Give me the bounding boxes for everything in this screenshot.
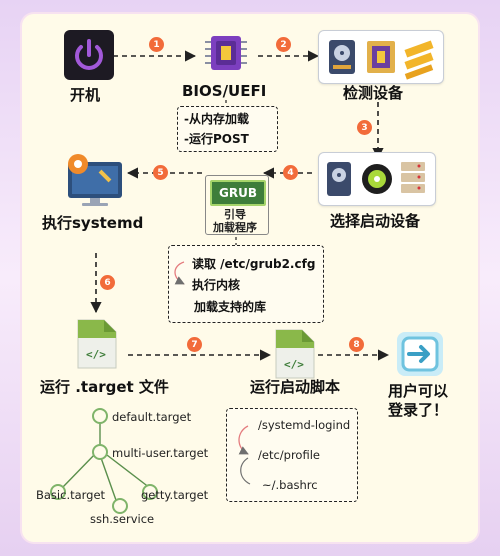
hdd-icon xyxy=(327,162,351,196)
bios-detail-box xyxy=(177,106,278,152)
ram-icon xyxy=(404,40,434,80)
tree-node-getty-target: getty.target xyxy=(141,488,209,502)
step-badge-8: 8 xyxy=(349,337,364,352)
step-badge-5: 5 xyxy=(153,165,168,180)
chip-icon xyxy=(203,32,249,74)
tree-node-default-target: default.target xyxy=(112,410,192,424)
tree-node-basic-target: Basic.target xyxy=(36,488,106,502)
login-label-2: 登录了！ xyxy=(388,401,449,419)
grub-caption-1: 引导 xyxy=(224,208,246,221)
select-device-label: 选择启动设备 xyxy=(330,212,421,230)
bios-detail-line-2: -运行POST xyxy=(184,132,249,146)
grub-detail-line-3: 加载支持的库 xyxy=(194,300,267,314)
step-badge-3: 3 xyxy=(357,120,372,135)
grub-detail-line-2: 执行内核 xyxy=(192,278,241,292)
tree-node-multi-user-target: multi-user.target xyxy=(112,446,209,460)
cpu-icon xyxy=(367,41,395,73)
svg-text:</>: </> xyxy=(86,348,106,361)
grub-detail-line-1: 读取 /etc/grub2.cfg xyxy=(192,257,316,271)
step-badge-1: 1 xyxy=(149,37,164,52)
grub-detail-box xyxy=(168,245,324,323)
svg-text:</>: </> xyxy=(284,358,304,371)
login-label-1: 用户可以 xyxy=(388,382,449,400)
boot-device-icons-panel xyxy=(318,152,436,206)
script-line-3: ~/.bashrc xyxy=(262,478,318,492)
device-icons-panel xyxy=(318,30,444,84)
disc-icon xyxy=(362,164,392,194)
target-file-icon: </> xyxy=(76,318,118,370)
step-badge-2: 2 xyxy=(276,37,291,52)
login-icon xyxy=(395,330,445,378)
script-line-1: /systemd-logind xyxy=(258,418,351,432)
tree-node-ssh-service: ssh.service xyxy=(90,512,155,526)
power-on-label: 开机 xyxy=(70,86,101,104)
detect-label: 检测设备 xyxy=(343,84,404,102)
grub-caption-2: 加载程序 xyxy=(213,221,257,234)
bios-detail-line-1: -从内存加载 xyxy=(184,112,249,126)
tree-nodes xyxy=(50,408,158,514)
step-badge-6: 6 xyxy=(100,275,115,290)
script-file-icon: </> xyxy=(274,328,316,380)
systemd-label: 执行systemd xyxy=(42,214,144,232)
target-label: 运行 .target 文件 xyxy=(40,378,169,396)
step-badge-7: 7 xyxy=(187,337,202,352)
bios-label: BIOS/UEFI xyxy=(182,82,267,100)
scripts-label: 运行启动脚本 xyxy=(250,378,341,396)
server-icon xyxy=(401,162,425,193)
script-detail-box xyxy=(226,408,358,502)
grub-logo: GRUB xyxy=(210,180,266,206)
monitor-gear-icon xyxy=(62,152,128,208)
step-badge-4: 4 xyxy=(283,165,298,180)
script-line-2: /etc/profile xyxy=(258,448,320,462)
power-icon xyxy=(64,30,114,80)
hard-disk-icon xyxy=(329,40,355,74)
